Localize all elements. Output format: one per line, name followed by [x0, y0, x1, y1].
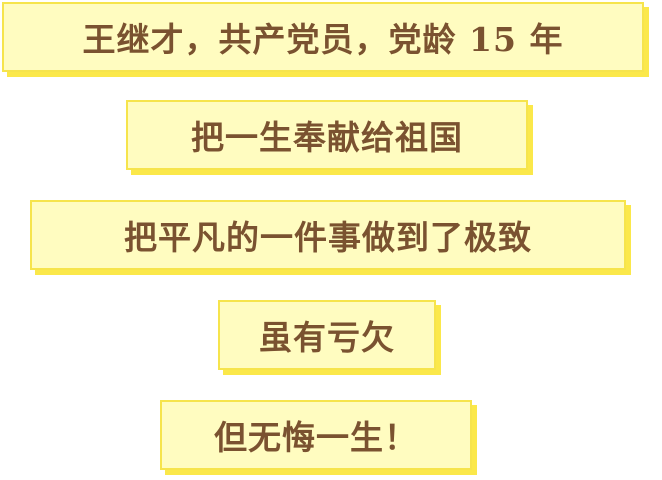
text-box-line-5: 但无悔一生！	[160, 400, 472, 470]
text-box-line-1: 王继才，共产党员，党龄 15 年	[2, 2, 644, 72]
text-box-line-2: 把一生奉献给祖国	[126, 100, 528, 170]
text-box-line-3: 把平凡的一件事做到了极致	[30, 200, 626, 270]
line-2-text: 把一生奉献给祖国	[191, 118, 463, 157]
text-box-line-4: 虽有亏欠	[218, 300, 436, 370]
line-4-text: 虽有亏欠	[259, 318, 395, 357]
line-1-text: 王继才，共产党员，党龄 15 年	[82, 20, 564, 59]
line-3-text: 把平凡的一件事做到了极致	[124, 218, 532, 257]
line-5-text: 但无悔一生！	[214, 418, 418, 457]
